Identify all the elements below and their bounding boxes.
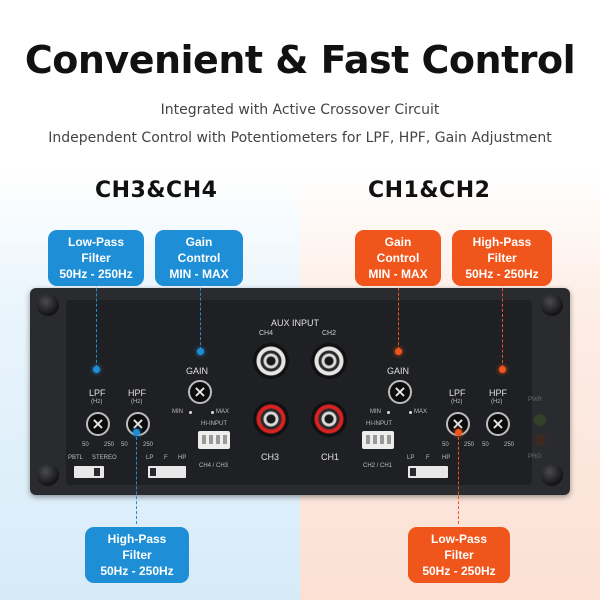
callout-range: 50Hz - 250Hz — [422, 564, 496, 578]
min-dot — [387, 411, 390, 414]
hpf-max-label-left: 250 — [143, 442, 154, 448]
gain-label-right: GAIN — [387, 366, 410, 376]
callout-title: High-Pass Filter — [472, 235, 532, 265]
pbtl-label: PBTL — [68, 455, 84, 461]
callout-title: Gain Control — [177, 235, 221, 265]
amplifier-control-face — [66, 300, 532, 485]
screw-icon — [541, 294, 563, 316]
screw-icon — [541, 464, 563, 486]
lpf-max-label-left: 250 — [104, 442, 115, 448]
hpf-label-left: HPF — [128, 388, 146, 398]
leader-line — [136, 432, 138, 524]
hp-label-left: HP — [178, 455, 187, 461]
hz-label: (Hz) — [91, 399, 103, 405]
pro-label: PRO — [528, 454, 542, 460]
lpf-label-right: LPF — [449, 388, 466, 398]
indicator-dot — [197, 348, 204, 355]
rca-jack-ch4[interactable] — [253, 343, 289, 379]
ch4-label: CH4 — [259, 330, 274, 337]
hi-input-connector-left[interactable] — [198, 431, 230, 449]
callout-right-hpf: High-Pass Filter 50Hz - 250Hz — [452, 230, 552, 286]
lp-label-right: LP — [407, 455, 415, 461]
f-label-left: F — [164, 455, 168, 461]
gain-knob-left[interactable]: × — [188, 380, 212, 404]
leader-line — [200, 268, 202, 350]
hz-label: (Hz) — [451, 399, 463, 405]
max-dot — [211, 411, 214, 414]
indicator-dot — [133, 429, 140, 436]
callout-title: Low-Pass Filter — [67, 235, 124, 265]
indicator-dot — [455, 429, 462, 436]
hpf-max-label-right: 250 — [504, 442, 515, 448]
indicator-dot — [395, 348, 402, 355]
indicator-dot — [499, 366, 506, 373]
leader-line — [502, 268, 504, 368]
callout-range: MIN - MAX — [368, 267, 428, 281]
callout-range: MIN - MAX — [169, 267, 229, 281]
filter-switch-right[interactable] — [408, 466, 448, 478]
callout-left-hpf: High-Pass Filter 50Hz - 250Hz — [85, 527, 189, 583]
hi-input-label-left: HI-INPUT — [201, 421, 227, 427]
min-label-left: MIN — [172, 409, 183, 415]
f-label-right: F — [426, 455, 430, 461]
lpf-min-label-right: 50 — [442, 442, 449, 448]
callout-title: High-Pass Filter — [107, 532, 167, 562]
callout-right-gain: Gain Control MIN - MAX — [355, 230, 441, 286]
lpf-min-label-left: 50 — [82, 442, 89, 448]
max-label-right: MAX — [414, 409, 428, 415]
callout-title: Gain Control — [376, 235, 420, 265]
rca-jack-ch3[interactable] — [253, 401, 289, 437]
lpf-max-label-right: 250 — [464, 442, 475, 448]
hpf-min-label-right: 50 — [482, 442, 489, 448]
max-label-left: MAX — [216, 409, 230, 415]
max-dot — [409, 411, 412, 414]
hp-label-right: HP — [442, 455, 451, 461]
screw-icon — [37, 294, 59, 316]
pwr-label: PWR — [528, 397, 542, 403]
page-title: Convenient & Fast Control — [24, 38, 576, 82]
channel-heading-ch1-ch2: CH1&CH2 — [368, 178, 491, 203]
ch2-label: CH2 — [322, 330, 337, 337]
callout-right-lpf: Low-Pass Filter 50Hz - 250Hz — [408, 527, 510, 583]
hi-input-channels-right: CH2 / CH1 — [363, 463, 393, 469]
filter-switch-left[interactable] — [148, 466, 186, 478]
mode-switch[interactable] — [74, 466, 104, 478]
leader-line — [96, 268, 98, 368]
hz-label: (Hz) — [491, 399, 503, 405]
hi-input-channels-left: CH4 / CH3 — [199, 463, 229, 469]
ch3-label: CH3 — [261, 452, 280, 462]
hpf-min-label-left: 50 — [121, 442, 128, 448]
leader-line — [458, 432, 460, 524]
lpf-label-left: LPF — [89, 388, 106, 398]
lp-label-left: LP — [146, 455, 154, 461]
rca-jack-ch1[interactable] — [311, 401, 347, 437]
hi-input-label-right: HI-INPUT — [366, 421, 392, 427]
hpf-knob-right[interactable]: × — [486, 412, 510, 436]
protect-led — [534, 434, 546, 446]
power-led — [534, 414, 546, 426]
stereo-label: STEREO — [92, 455, 117, 461]
min-dot — [189, 411, 192, 414]
channel-heading-ch3-ch4: CH3&CH4 — [95, 178, 218, 203]
screw-icon — [37, 464, 59, 486]
rca-jack-ch2[interactable] — [311, 343, 347, 379]
ch1-label: CH1 — [321, 452, 340, 462]
indicator-dot — [93, 366, 100, 373]
subtitle-1: Integrated with Active Crossover Circuit — [160, 102, 440, 118]
callout-range: 50Hz - 250Hz — [100, 564, 174, 578]
subtitle-2: Independent Control with Potentiometers … — [48, 130, 552, 146]
hz-label: (Hz) — [131, 399, 143, 405]
lpf-knob-left[interactable]: × — [86, 412, 110, 436]
callout-left-gain: Gain Control MIN - MAX — [155, 230, 243, 286]
gain-knob-right[interactable]: × — [388, 380, 412, 404]
gain-label-left: GAIN — [186, 366, 209, 376]
aux-input-label: AUX INPUT — [271, 318, 320, 328]
callout-title: Low-Pass Filter — [430, 532, 487, 562]
min-label-right: MIN — [370, 409, 381, 415]
hpf-label-right: HPF — [489, 388, 507, 398]
leader-line — [398, 268, 400, 350]
hi-input-connector-right[interactable] — [362, 431, 394, 449]
